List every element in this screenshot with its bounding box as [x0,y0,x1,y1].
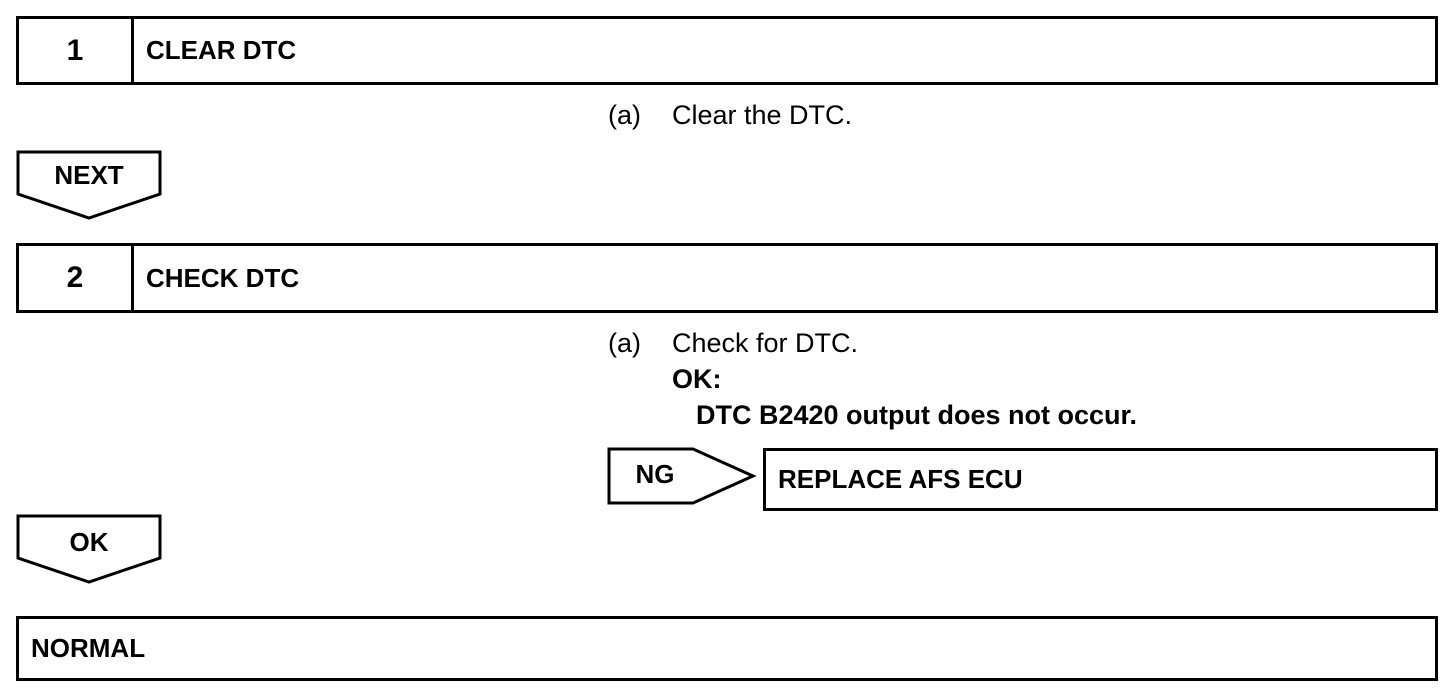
step-2-number: 2 [19,246,134,310]
step-2-instruction-label: (a) [608,328,641,358]
ng-arrow-label: NG [635,459,675,489]
step-2-title: CHECK DTC [146,262,300,293]
next-arrow-shape [16,150,162,220]
final-result-box: NORMAL [16,616,1438,681]
ng-result-text: REPLACE AFS ECU [778,464,1023,494]
ok-criteria-condition: DTC B2420 output does not occur. [696,400,1138,430]
final-result-text: NORMAL [31,633,146,663]
ng-arrow-shape [607,447,757,505]
step-1-instruction-label: (a) [608,100,641,130]
step-1-title: CLEAR DTC [146,35,297,65]
step-2-header: 2 CHECK DTC [16,243,1438,313]
step-1-instruction: (a) Clear the DTC. [608,100,852,131]
step-2-instruction-text: Check for DTC. [672,328,859,358]
ng-arrow: NG [607,447,757,507]
step-1-header: 1 CLEAR DTC [16,16,1438,85]
step-1-instruction-text: Clear the DTC. [672,100,853,130]
ng-result-box: REPLACE AFS ECU [763,448,1438,511]
ok-criteria-label: OK: [672,364,722,394]
next-arrow-label: NEXT [54,160,124,190]
next-arrow: NEXT [16,150,162,222]
ok-arrow-shape [16,514,162,584]
ok-arrow-label: OK [69,527,109,557]
ok-arrow: OK [16,514,162,586]
step-1-number: 1 [19,19,134,82]
step-2-instruction: (a) Check for DTC. [608,328,858,359]
